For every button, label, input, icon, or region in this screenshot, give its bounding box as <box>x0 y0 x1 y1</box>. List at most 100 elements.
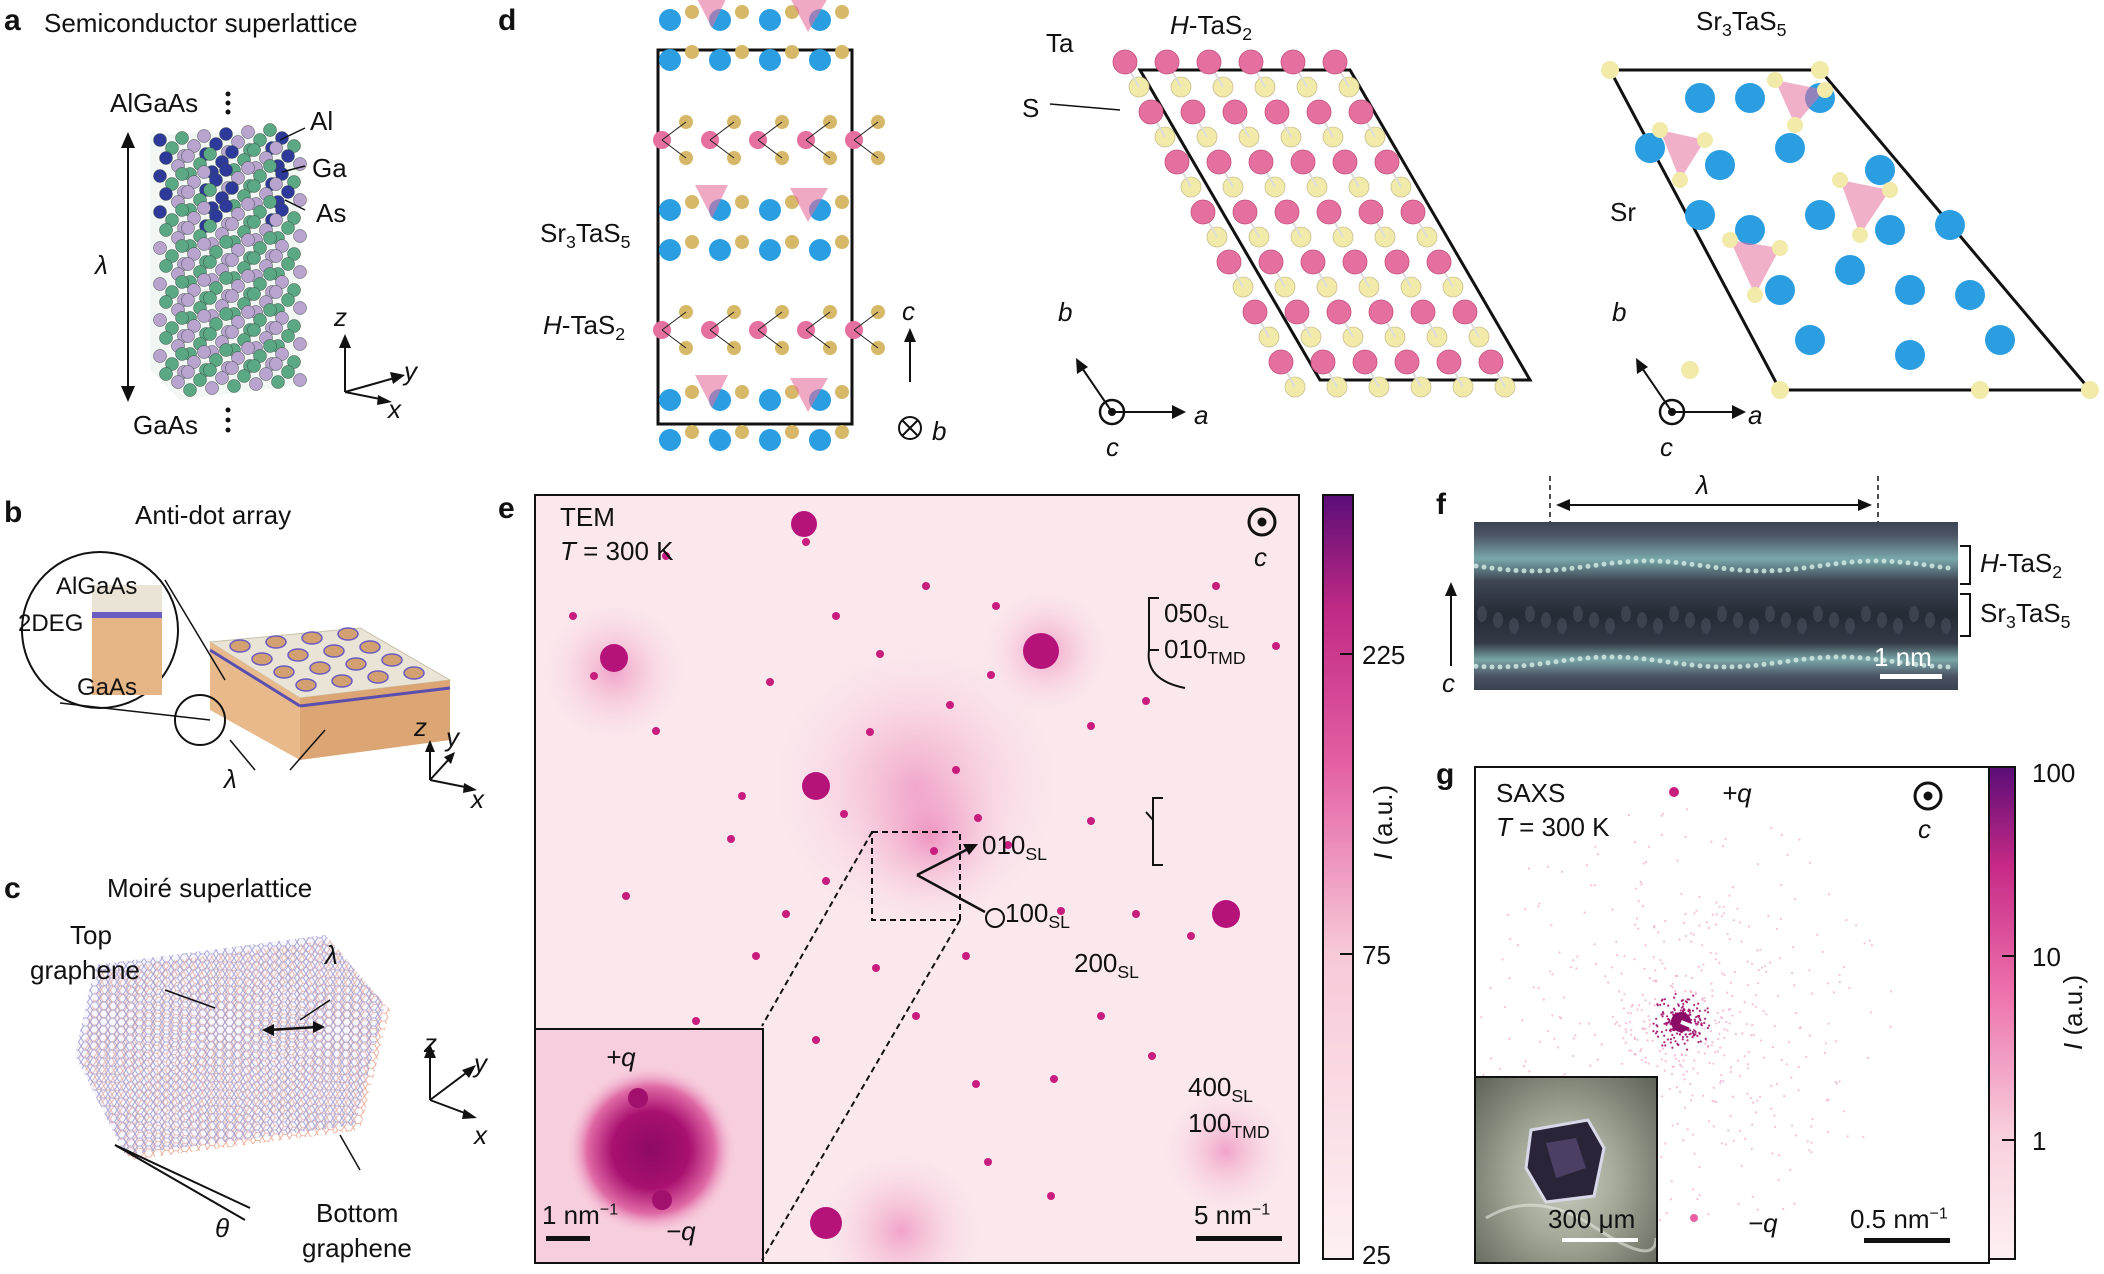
bond <box>805 139 831 159</box>
diffraction-spot <box>840 810 848 818</box>
scatter-pixel <box>1633 1036 1636 1039</box>
scatter-pixel <box>1654 1032 1658 1035</box>
scatter-pixel <box>1666 1038 1670 1041</box>
atom <box>209 353 223 367</box>
ta-atom <box>1322 49 1348 75</box>
atomic-column <box>1721 566 1727 572</box>
bragg-spot <box>802 772 830 800</box>
atom <box>293 157 307 171</box>
inset-2deg-label: 2DEG <box>18 610 84 637</box>
atomic-column <box>1585 563 1591 569</box>
peak-100-tmd: 100TMD <box>1188 1108 1270 1143</box>
diffraction-halo <box>1156 1081 1296 1221</box>
scatter-pixel <box>1714 958 1717 961</box>
atomic-column <box>1589 612 1599 628</box>
tas4-tetrahedron <box>1660 130 1705 180</box>
scatter-pixel <box>1732 919 1735 922</box>
atomic-column <box>1477 606 1487 622</box>
axis-z-c: z <box>424 1028 437 1058</box>
scatter-pixel <box>1696 1072 1699 1075</box>
scatter-pixel <box>1696 1014 1700 1018</box>
atom <box>175 167 189 181</box>
scatter-pixel <box>1889 1025 1892 1028</box>
scatter-pixel <box>1663 1041 1666 1044</box>
scatter-pixel <box>1691 1030 1694 1034</box>
scatter-pixel <box>1721 1017 1724 1020</box>
scatter-pixel <box>1794 898 1797 901</box>
s-atom <box>1652 122 1668 138</box>
scatter-pixel <box>1660 1058 1663 1061</box>
anti-dot-hole <box>309 661 331 675</box>
scatter-pixel <box>1678 1090 1682 1093</box>
scatter-pixel <box>1572 1054 1575 1058</box>
scatter-pixel <box>1697 965 1700 968</box>
scatter-pixel <box>1641 1027 1644 1031</box>
scatter-pixel <box>1660 1030 1663 1034</box>
sr-atom <box>759 429 781 451</box>
scatter-pixel <box>1637 927 1640 930</box>
scatter-pixel <box>1705 921 1708 924</box>
anti-dot-hole <box>337 627 359 641</box>
ta-atom <box>1242 299 1268 325</box>
scatter-pixel <box>1676 859 1679 862</box>
scatter-pixel <box>1816 933 1819 936</box>
scatter-pixel <box>1713 1100 1716 1103</box>
axis-z-b: z <box>414 712 427 742</box>
ta-atom <box>1358 199 1384 225</box>
scatter-pixel <box>1674 1057 1677 1060</box>
s-atom <box>785 5 799 19</box>
scatter-pixel <box>1528 867 1531 870</box>
atom <box>225 145 239 159</box>
atomic-column <box>1561 658 1567 664</box>
atomic-column <box>1717 606 1727 622</box>
scatter-pixel <box>1777 1178 1780 1181</box>
atomic-column <box>1681 661 1687 667</box>
scatter-pixel <box>1594 845 1597 848</box>
sr-atom <box>1735 215 1765 245</box>
atomic-column <box>1921 662 1927 668</box>
scatter-pixel <box>1782 1207 1785 1211</box>
sr-atom <box>1895 275 1925 305</box>
atom <box>215 371 229 385</box>
scatter-pixel <box>1663 1069 1666 1072</box>
scatter-pixel <box>1790 1076 1793 1079</box>
atomic-column <box>1745 568 1751 574</box>
scatter-pixel <box>1793 1202 1796 1205</box>
scatter-pixel <box>1683 1078 1686 1081</box>
atom <box>263 339 277 353</box>
tas4-tetrahedron <box>790 188 828 222</box>
scatter-pixel <box>1732 1095 1735 1098</box>
atom <box>175 275 189 289</box>
s-atom <box>835 425 849 439</box>
atomic-column <box>1893 618 1903 634</box>
ta-atom <box>1394 349 1420 375</box>
scatter-pixel <box>1698 1194 1701 1197</box>
atom <box>209 245 223 259</box>
scatter-pixel <box>1692 1034 1695 1037</box>
scatter-pixel <box>1776 995 1780 998</box>
scatter-pixel <box>1729 981 1733 984</box>
atomic-column <box>1481 564 1487 570</box>
atomic-column <box>1857 558 1863 564</box>
atom <box>187 175 201 189</box>
scatter-pixel <box>1751 1003 1754 1006</box>
sr-atom <box>1865 155 1895 185</box>
diffraction-spot <box>987 671 995 679</box>
scatter-pixel <box>1770 827 1773 830</box>
scatter-pixel <box>1714 1051 1717 1054</box>
inset-algaas-label: AlGaAs <box>56 573 138 600</box>
scatter-pixel <box>1670 1073 1674 1076</box>
atom <box>225 217 239 231</box>
atomic-column <box>1489 565 1495 571</box>
scatter-pixel <box>1764 970 1768 973</box>
scatter-pixel <box>1715 1022 1718 1025</box>
scatter-pixel <box>1729 1070 1733 1074</box>
atom <box>197 129 211 143</box>
atomic-column <box>1781 612 1791 628</box>
scatter-pixel <box>1628 1020 1631 1024</box>
scatter-pixel <box>1673 996 1676 999</box>
s-atom <box>1971 381 1989 399</box>
bond <box>805 311 831 331</box>
atom <box>209 317 223 331</box>
atomic-column <box>1617 654 1623 660</box>
